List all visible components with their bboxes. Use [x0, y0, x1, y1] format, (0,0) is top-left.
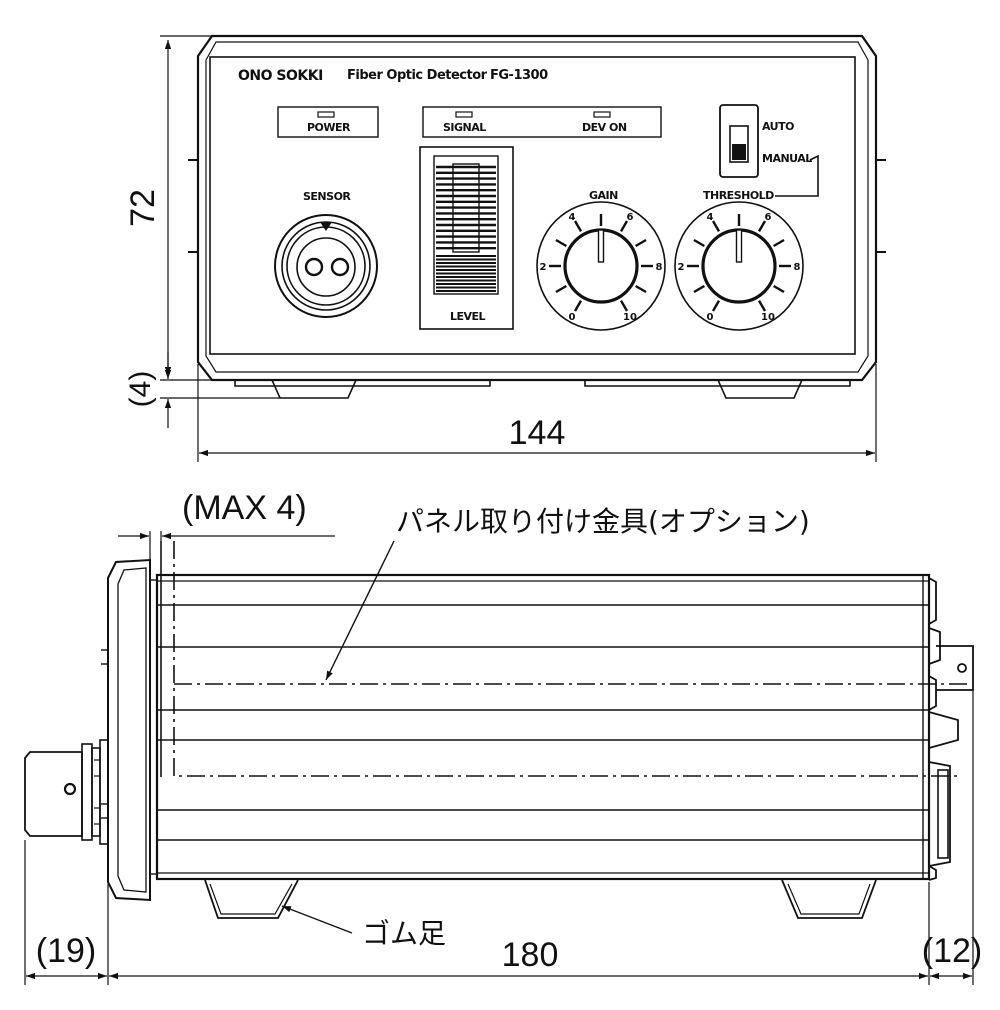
signal-led: [455, 111, 473, 118]
side-rubber-foot-left: [204, 879, 299, 919]
dimension-connector-protrusion: (19): [36, 932, 96, 970]
power-led: [317, 111, 335, 118]
front-view: ONO SOKKI Fiber Optic Detector FG-1300 P…: [188, 34, 886, 399]
dial-scale-label: 8: [656, 262, 663, 273]
threshold-label: THRESHOLD: [703, 189, 774, 202]
mode-switch-lever: [732, 144, 746, 160]
panel-mount-bracket: [173, 541, 968, 777]
mode-switch-frame: [719, 104, 759, 178]
dial-scale-label: 6: [765, 212, 772, 223]
bracket-leader-line: [325, 540, 395, 681]
power-label: POWER: [307, 121, 351, 134]
sensor-label: SENSOR: [303, 190, 351, 203]
callout-panel-mount-bracket: パネル取り付け金具(オプション): [396, 505, 810, 538]
dial-scale-label: 0: [569, 312, 576, 323]
gain-label: GAIN: [589, 189, 618, 202]
gain-dial: 0 2 4 6 8 10: [536, 201, 666, 331]
dial-scale-label: 10: [623, 312, 637, 323]
power-indicator-frame: [277, 106, 379, 138]
model-number: FG-1300: [490, 68, 548, 83]
sensor-connector: [274, 214, 378, 318]
threshold-dial: 0 2 4 6 8 10: [674, 201, 804, 331]
dial-scale-label: 6: [627, 212, 634, 223]
threshold-bracket: [775, 154, 819, 197]
side-front-bezel: [107, 558, 151, 902]
dimension-max-protrusion: (MAX 4): [182, 489, 307, 527]
switch-auto-label: AUTO: [762, 120, 794, 133]
side-rubber-foot-right: [781, 879, 877, 919]
body-ribs: [157, 575, 929, 879]
dial-scale-label: 4: [569, 212, 576, 223]
dial-scale-label: 4: [707, 212, 714, 223]
front-housing-outline: [196, 34, 878, 382]
dial-scale-label: 0: [707, 312, 714, 323]
front-panel-face: [209, 56, 856, 355]
rear-bracket: [936, 645, 974, 691]
signal-indicator-frame: [422, 106, 662, 138]
dimension-rear-protrusion: (12): [922, 932, 982, 970]
dimension-height: 72: [124, 189, 162, 227]
rubber-foot-leader-line: [281, 905, 353, 934]
mode-switch-slot: [729, 125, 749, 163]
front-rubber-foot-right: [717, 379, 803, 399]
dial-scale-label: 2: [540, 262, 547, 273]
product-name: Fiber Optic Detector: [347, 68, 488, 83]
front-dimensions: 72 (4) 144: [124, 35, 877, 462]
dial-scale-label: 10: [761, 312, 775, 323]
level-meter-bars: [433, 155, 499, 295]
level-meter-frame: [419, 146, 514, 330]
dev-on-label: DEV ON: [582, 121, 627, 134]
front-rubber-foot-left: [271, 379, 357, 399]
dev-on-led: [593, 111, 611, 118]
switch-manual-label: MANUAL: [762, 152, 812, 165]
dimension-width: 144: [509, 414, 566, 452]
level-label: LEVEL: [450, 310, 486, 323]
dimension-foot-height: (4): [124, 371, 157, 408]
callout-rubber-foot: ゴム足: [362, 917, 446, 950]
side-dimensions: (MAX 4) パネル取り付け金具(オプション) ゴム足 (19) 180 (1…: [24, 489, 982, 985]
brand-logo: ONO SOKKI: [238, 68, 323, 84]
dimension-body-length: 180: [502, 936, 559, 974]
signal-label: SIGNAL: [443, 121, 486, 134]
rear-panel-parts: [928, 577, 974, 881]
side-sensor-connector: [24, 739, 109, 845]
front-bevel: [205, 41, 869, 373]
dial-scale-label: 2: [678, 262, 685, 273]
side-body: [155, 573, 931, 881]
dial-scale-label: 8: [794, 262, 801, 273]
side-view: [24, 541, 974, 919]
